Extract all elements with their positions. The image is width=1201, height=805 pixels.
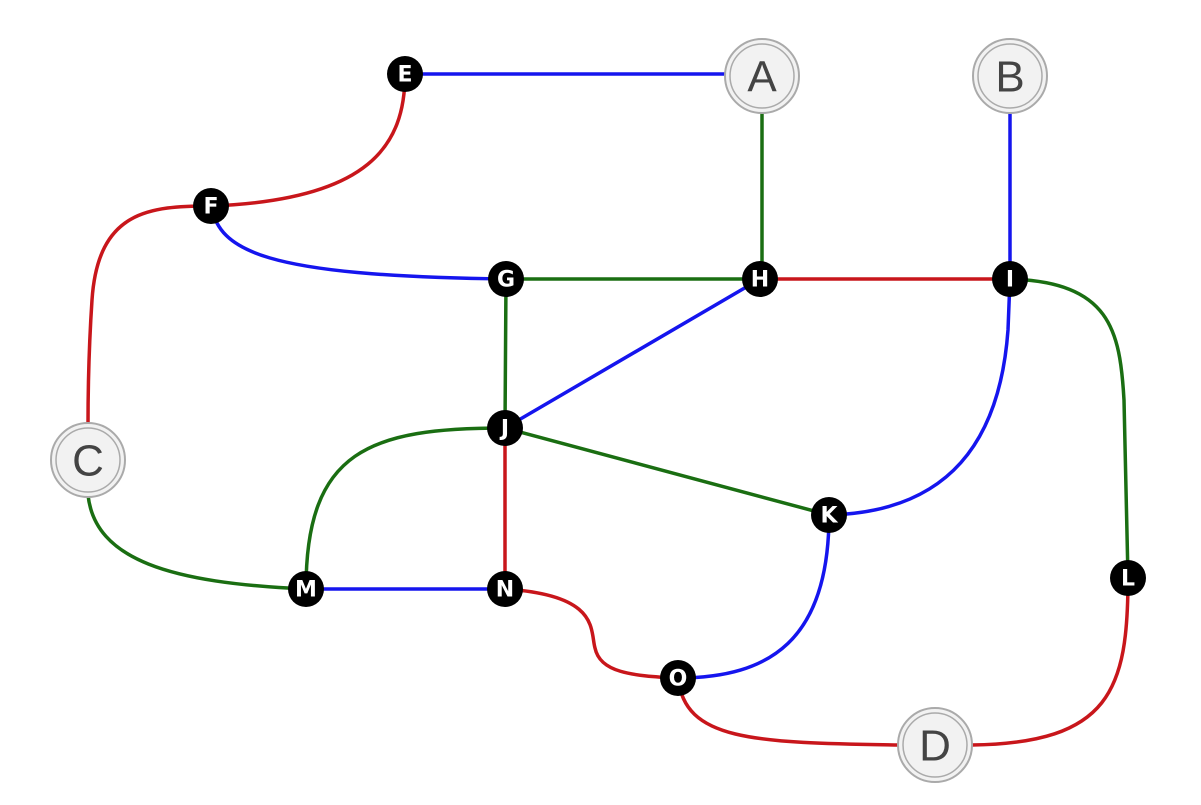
terminal-disc (729, 43, 795, 109)
junction-node-n: N (487, 571, 523, 607)
junction-dot (487, 410, 523, 446)
node-label: K (820, 504, 838, 529)
junction-node-k: K (811, 497, 847, 533)
edge-j-k (503, 426, 831, 517)
junction-dot (288, 571, 324, 607)
terminal-disc (977, 43, 1043, 109)
edges-layer (86, 72, 1130, 747)
edge-i-k (827, 277, 1012, 517)
terminal-node-c: C (50, 422, 126, 498)
terminal-node-b: B (972, 38, 1048, 114)
junction-node-j: J (487, 410, 523, 446)
node-label: L (1121, 567, 1135, 592)
junction-dot (487, 571, 523, 607)
junction-dot (1110, 560, 1146, 596)
node-label: H (751, 268, 769, 293)
edge-c-m (86, 493, 308, 591)
terminal-disc (55, 427, 121, 493)
node-label: F (203, 195, 218, 220)
edge-h-j (503, 277, 762, 430)
junction-node-h: H (742, 261, 778, 297)
nodes-layer: A B C D E F G H I J K L M N O (50, 38, 1146, 783)
junction-node-e: E (387, 56, 423, 92)
edge-f-c (86, 204, 213, 427)
edge-e-f (209, 72, 407, 208)
edge-k-o (676, 513, 831, 680)
junction-node-f: F (193, 188, 229, 224)
node-label: M (295, 578, 317, 603)
junction-dot (387, 56, 423, 92)
node-label: C (72, 437, 104, 486)
edge-l-d (970, 576, 1130, 747)
junction-node-g: G (488, 261, 524, 297)
edge-f-g (209, 204, 508, 281)
junction-dot (660, 660, 696, 696)
edge-j-m (304, 426, 507, 591)
node-label: B (995, 53, 1024, 102)
terminal-node-d: D (897, 707, 973, 783)
junction-node-l: L (1110, 560, 1146, 596)
node-label: A (747, 53, 777, 102)
node-label: N (496, 578, 514, 603)
junction-node-o: O (660, 660, 696, 696)
node-label: D (919, 722, 951, 771)
junction-dot (742, 261, 778, 297)
terminal-disc (902, 712, 968, 778)
junction-node-m: M (288, 571, 324, 607)
edge-i-l (1008, 277, 1130, 580)
junction-node-i: I (992, 261, 1028, 297)
node-label: I (1006, 268, 1014, 293)
edge-g-j (503, 277, 508, 430)
junction-dot (811, 497, 847, 533)
node-label: G (497, 268, 515, 293)
node-label: E (397, 63, 412, 88)
terminal-node-a: A (724, 38, 800, 114)
edge-n-o (503, 587, 680, 680)
junction-dot (992, 261, 1028, 297)
junction-dot (193, 188, 229, 224)
junction-dot (488, 261, 524, 297)
edge-o-d (676, 676, 902, 747)
node-label: J (499, 417, 509, 442)
node-label: O (669, 667, 688, 692)
